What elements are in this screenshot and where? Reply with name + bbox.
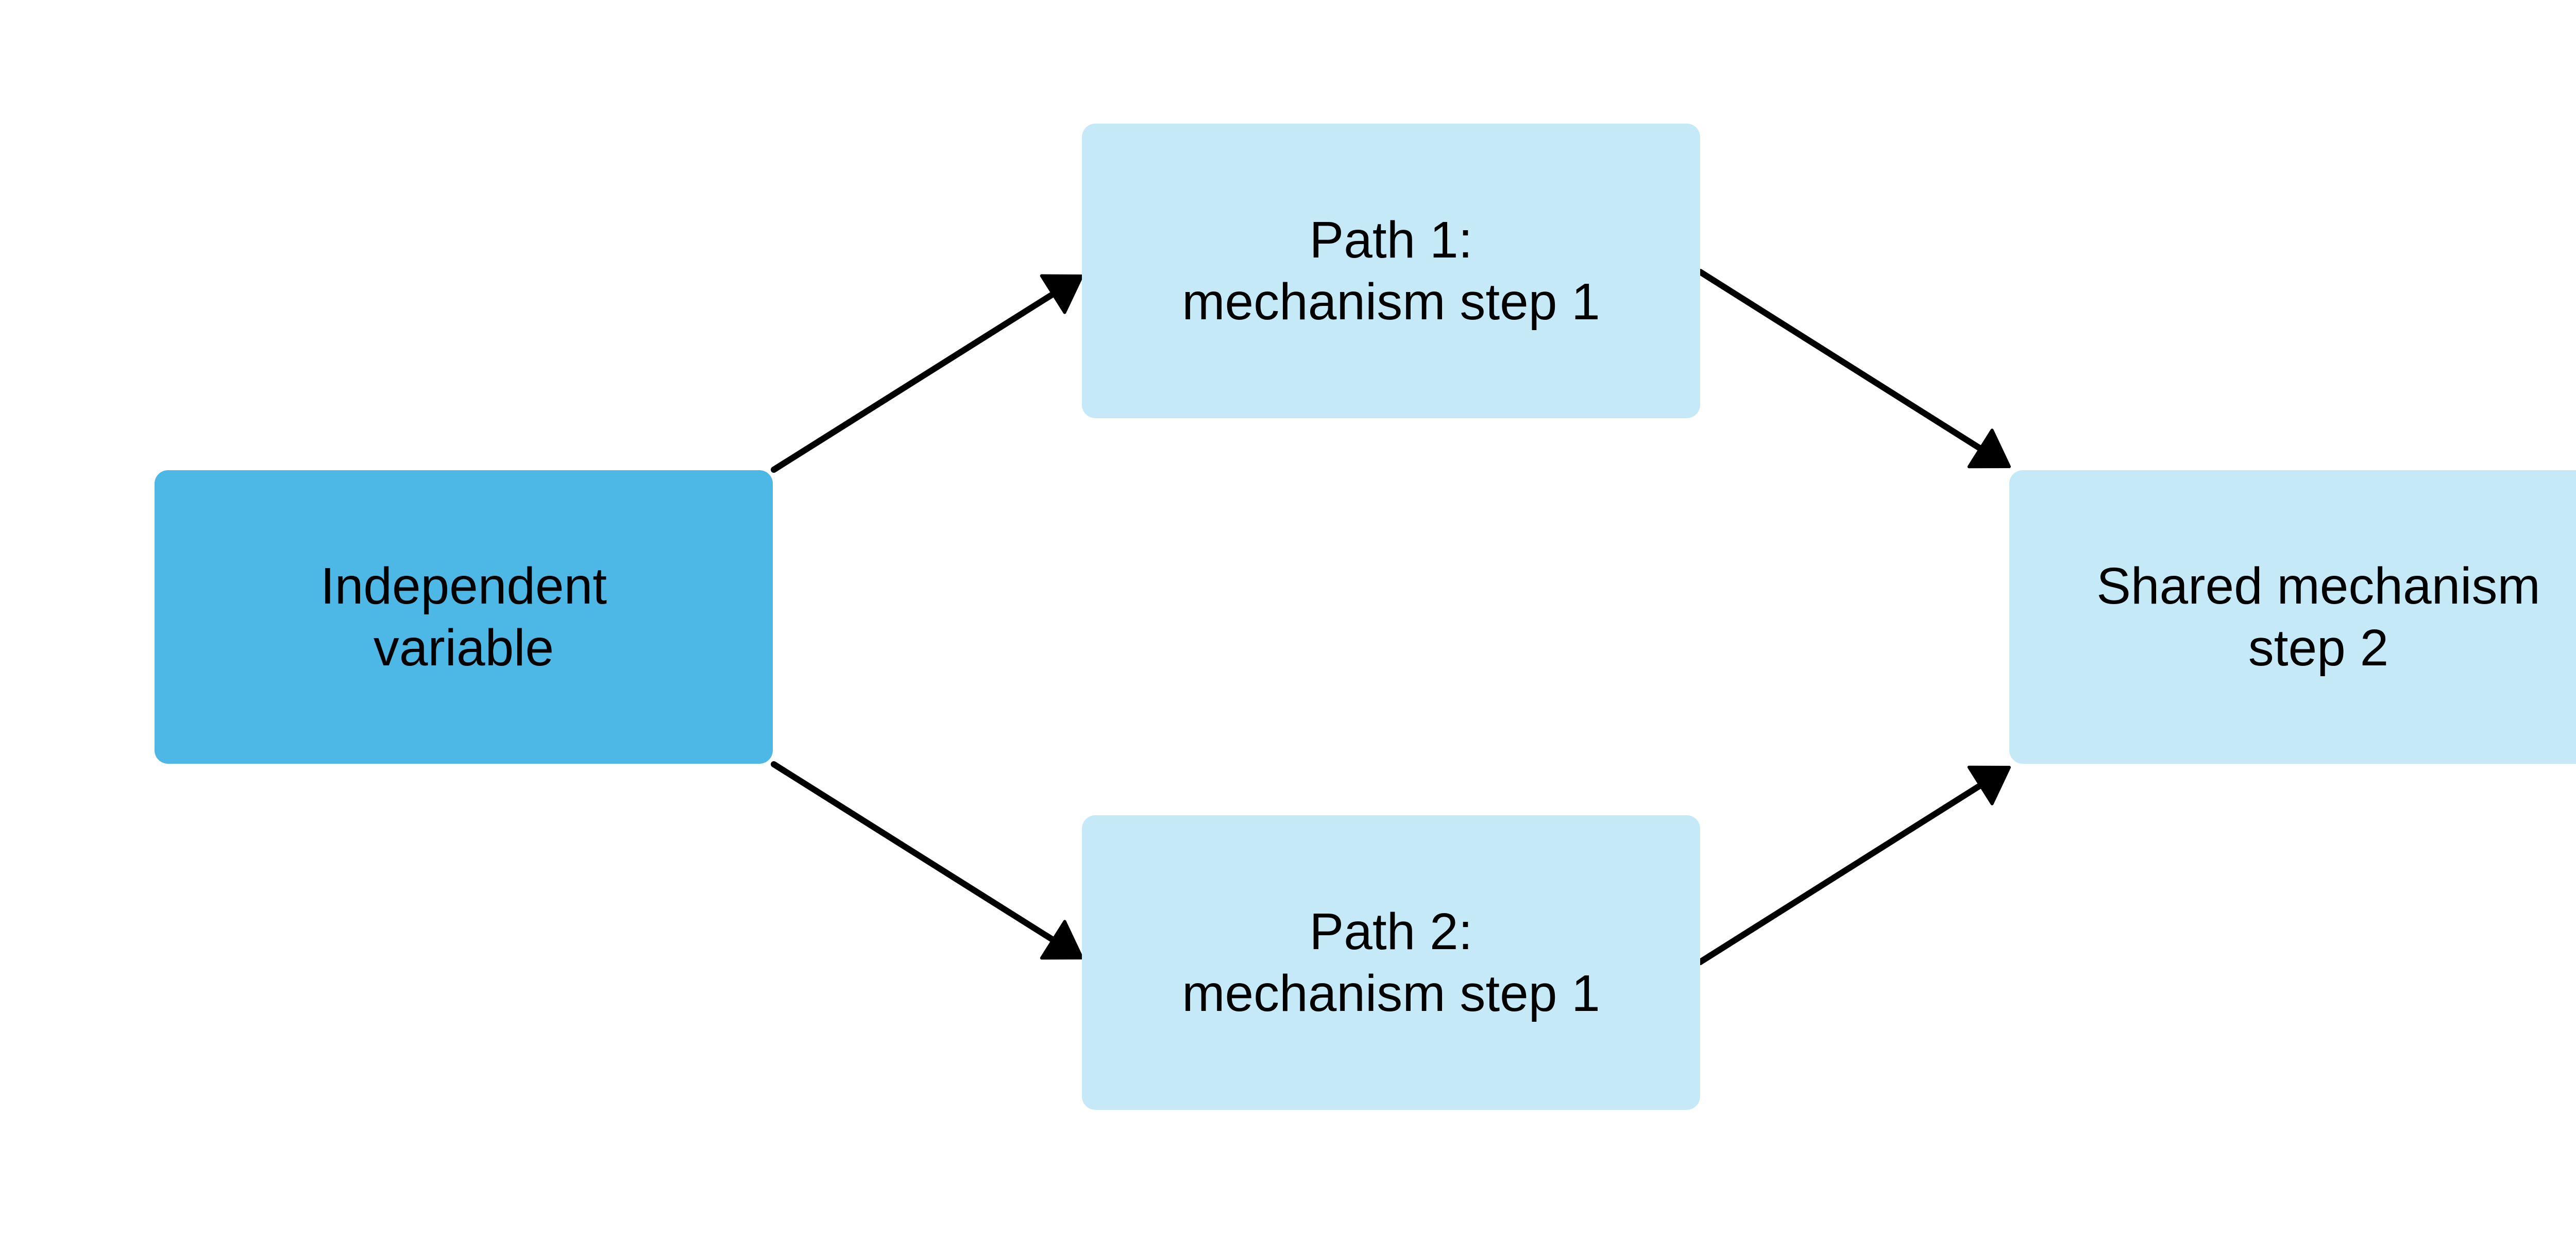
- edge-path2-to-shared: [1697, 765, 2011, 965]
- arrowhead-icon: [1967, 428, 2011, 469]
- node-independent-variable: Independent variable: [155, 470, 773, 764]
- node-path2-mechanism-step1: Path 2: mechanism step 1: [1082, 815, 1700, 1110]
- node-label: Independent variable: [320, 557, 607, 677]
- node-shared-mechanism-step2: Shared mechanism step 2: [2009, 470, 2576, 764]
- edge-independent-to-path1: [771, 274, 1083, 473]
- edge-line: [771, 761, 1062, 947]
- arrowhead-icon: [1967, 765, 2011, 805]
- node-label: Path 2: mechanism step 1: [1182, 903, 1600, 1022]
- edge-line: [1697, 269, 1989, 455]
- edge-line: [1697, 779, 1989, 965]
- arrowhead-icon: [1040, 920, 1083, 960]
- node-path1-mechanism-step1: Path 1: mechanism step 1: [1082, 124, 1700, 418]
- edge-line: [771, 287, 1062, 473]
- edge-independent-to-path2: [771, 761, 1083, 960]
- node-label: Shared mechanism step 2: [2096, 557, 2540, 677]
- edge-path1-to-shared: [1697, 269, 2011, 469]
- node-label: Path 1: mechanism step 1: [1182, 211, 1600, 331]
- arrowhead-icon: [1040, 274, 1083, 314]
